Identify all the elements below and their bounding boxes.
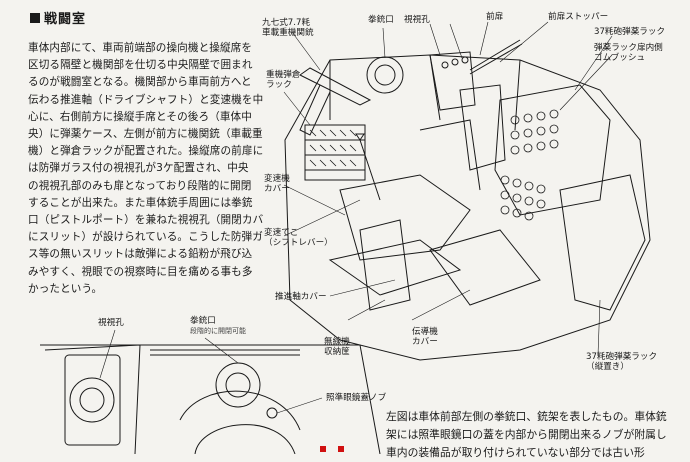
label-37mm-rack: 37粍砲弾薬ラック — [594, 27, 666, 37]
label-text: カバー — [412, 337, 438, 347]
label-driveshaft-cover: 推進軸カバー — [275, 292, 327, 302]
body-line: 伝わる推進軸（ドライブシャフト）と変速機を中 — [28, 93, 263, 106]
label-text: 収納筐 — [324, 347, 350, 357]
label-text: 37粍砲弾薬ラック — [586, 352, 658, 362]
body-text: 車体内部にて、車両前端部の操向機と操縦席を 区切る隔壁と機関部を仕切る中央隔壁で… — [28, 40, 263, 298]
label-front-door: 前扉 — [486, 12, 504, 22]
label-type97-mg: 九七式7.7粍 車載重機関銃 — [262, 18, 314, 38]
body-line: 心に、右側前方に操縦手席とその後ろ（車体中 — [28, 110, 252, 123]
label-text: 車載重機関銃 — [262, 28, 314, 38]
body-line: 車体内部にて、車両前端部の操向機と操縦席を — [28, 42, 253, 54]
highlight-marker — [320, 446, 326, 452]
label-text: 弾薬ラック扉内側 — [594, 43, 663, 53]
label-text: （縦置き） — [586, 362, 629, 372]
label-text: 重機弾倉 — [266, 70, 301, 80]
label-shift-lever: 変速てこ （シフトレバー） — [264, 228, 333, 248]
label-transmission-cover: 伝導機 カバー — [412, 327, 438, 347]
label-detail-pistol-port: 拳銃口 段階的に開閉可能 — [190, 316, 246, 336]
body-line: することが出来た。また車体銃手周囲には拳銃 — [28, 196, 253, 209]
label-rack-door: 弾薬ラック扉内側 ゴムブッシュ — [594, 43, 663, 63]
caption-line: 左図は車体前部左側の拳銃口、銃架を表したもの。車体銃 — [386, 410, 667, 423]
body-line: ス等の無いスリットは敵弾による鉛粉が飛び込 — [28, 248, 253, 261]
label-text: 無線機 — [324, 337, 350, 347]
label-text: カバー — [264, 184, 290, 194]
body-line: 機）と弾倉ラックが配置された。操縦席の前扉に — [28, 145, 263, 158]
body-line: みやすく、視眼での視察時に目を痛める事も多 — [28, 265, 253, 278]
body-line: かったという。 — [28, 282, 103, 295]
label-text: 拳銃口 — [190, 316, 216, 326]
label-text: ゴムブッシュ — [594, 53, 646, 63]
caption-line: 架には照準眼鏡口の蓋を内部から開閉出来るノブが附属し — [386, 428, 667, 441]
caption-line: 車内の装備品が取り付けられていない部分では古い形 — [386, 446, 645, 459]
label-text: 変速機 — [264, 174, 290, 184]
highlight-marker — [338, 446, 344, 452]
label-text: 伝導機 — [412, 327, 438, 337]
label-sight-cover-knob: 照準眼鏡蓋ノブ — [326, 393, 387, 403]
label-text: 九七式7.7粍 — [262, 18, 311, 28]
label-door-stopper: 前扉ストッパー — [548, 12, 609, 22]
label-detail-vision-hole: 視視孔 — [98, 318, 124, 328]
section-heading: 戦闘室 — [30, 8, 86, 27]
body-line: の視視孔部のみも扉となっており段階的に開閉 — [28, 179, 252, 192]
heading-square-icon — [30, 12, 40, 23]
label-text: （シフトレバー） — [264, 238, 333, 248]
body-line: 区切る隔壁と機関部を仕切る中央隔壁で囲まれ — [28, 59, 253, 72]
section-title: 戦闘室 — [44, 12, 87, 27]
label-mg-mag-rack: 重機弾倉 ラック — [266, 70, 300, 90]
label-gearbox-cover: 変速機 カバー — [264, 174, 290, 194]
label-37mm-rack-vertical: 37粍砲弾薬ラック （縦置き） — [586, 352, 657, 372]
body-line: 央）に弾薬ケース、左側が前方に機関銃（車載重 — [28, 128, 263, 141]
body-line: 口（ピストルポート）を兼ねた視視孔（開閉カバー — [28, 214, 263, 227]
label-radio-storage: 無線機 収納筐 — [324, 337, 350, 357]
label-pistol-port: 拳銃口 — [368, 15, 394, 25]
label-text: ラック — [266, 80, 292, 90]
body-line: にスリット）が設けられている。こうした防弾ガラ — [28, 231, 263, 244]
body-line: は防弾ガラス付の視視孔が3ケ配置され、中央 — [28, 162, 249, 175]
label-vision-hole: 視視孔 — [404, 15, 430, 25]
body-line: るのが戦闘室となる。機関部から車両前方へと — [28, 76, 252, 89]
figure-caption: 左図は車体前部左側の拳銃口、銃架を表したもの。車体銃 架には照準眼鏡口の蓋を内部… — [386, 408, 686, 462]
label-note: 段階的に開閉可能 — [190, 327, 246, 335]
label-text: 変速てこ — [264, 228, 299, 238]
